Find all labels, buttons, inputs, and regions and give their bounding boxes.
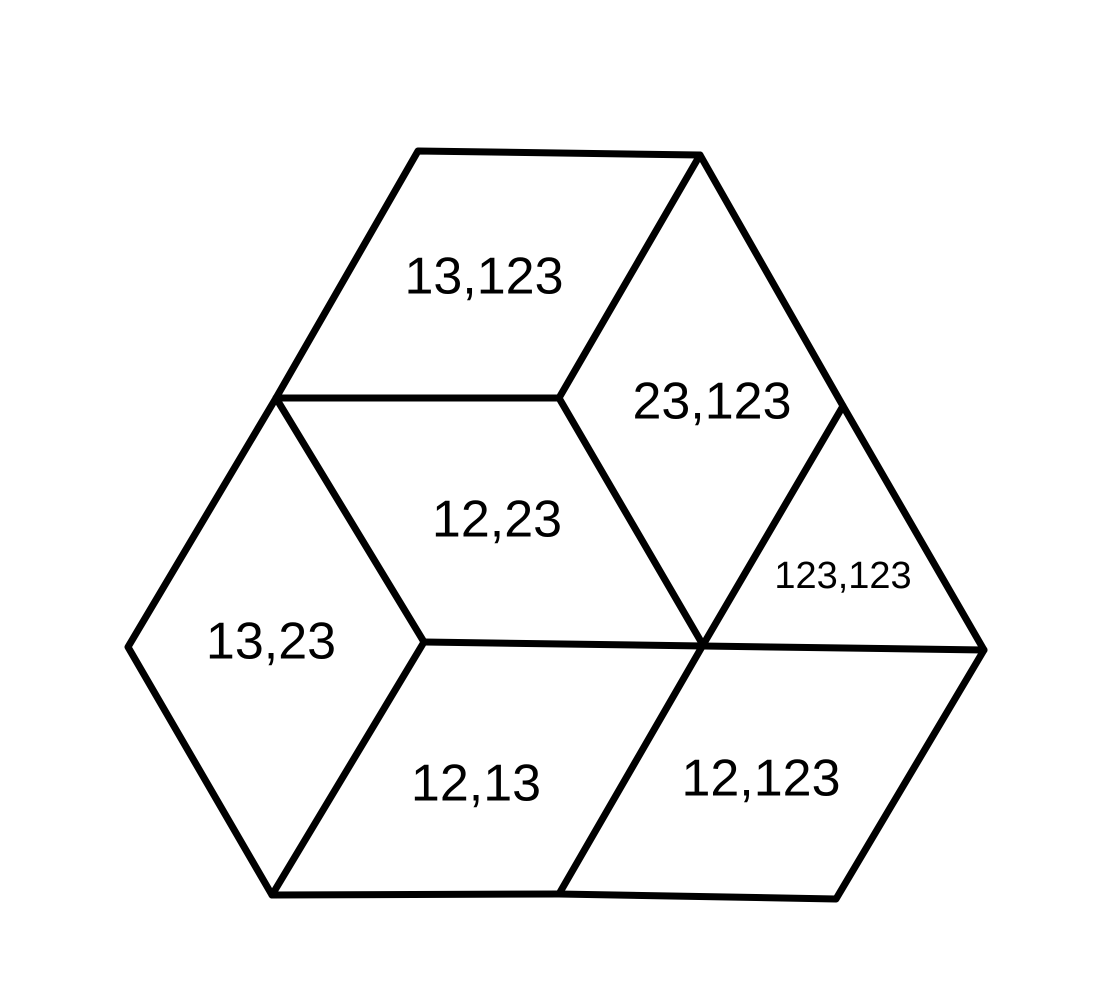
edge-center-right-diagonal — [555, 394, 707, 649]
edge-top-right-diagonal — [555, 151, 704, 402]
cell-label-center: 12,23 — [432, 491, 562, 549]
cell-label-left: 13,23 — [206, 613, 336, 671]
edge-left-inner-diagonal — [272, 394, 428, 646]
cell-label-top: 13,123 — [404, 248, 563, 306]
edge-right-inner-diagonal — [699, 402, 847, 649]
edge-lower-left-diagonal — [268, 638, 428, 899]
cell-label-upper-right: 23,123 — [632, 373, 791, 431]
edge-lower-center-diagonal — [555, 641, 707, 898]
cell-label-bottom-right: 12,123 — [681, 750, 840, 808]
cell-label-bottom-center: 12,13 — [411, 755, 541, 813]
cell-label-right: 123,123 — [774, 555, 911, 597]
outer-boundary — [124, 147, 988, 903]
